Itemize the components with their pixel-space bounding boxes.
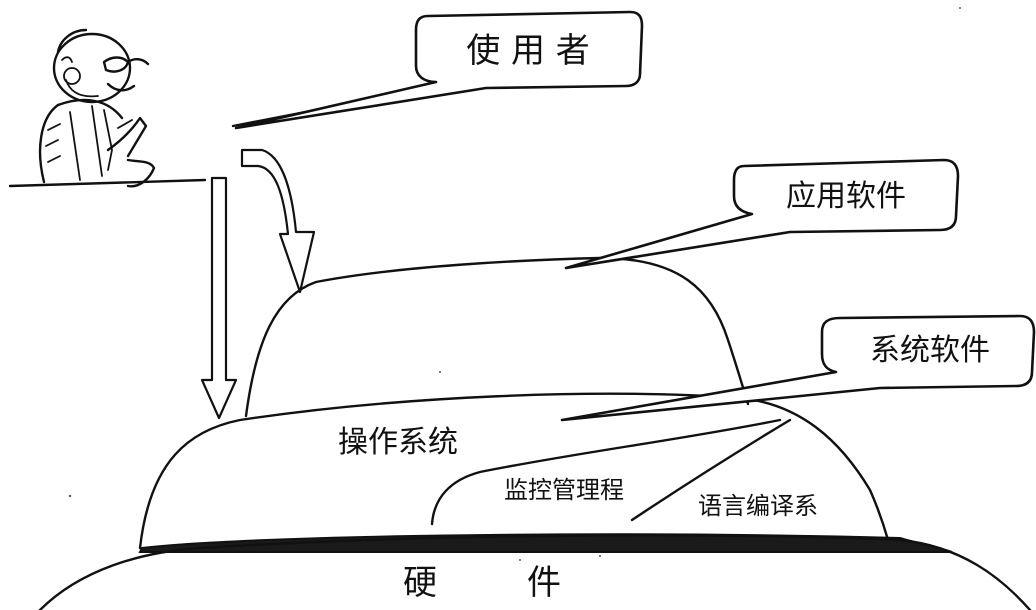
operating-system-label: 操作系统 [338,425,458,460]
monitor-program-label: 监控管理程 [504,476,624,504]
language-compiler-region: 语言编译系 [630,418,818,522]
user-label: 使 用 者 [466,31,590,71]
hardware-label-2: 件 [527,563,561,603]
down-arrow-curved [240,148,316,294]
callout-application-software: 应用软件 [564,158,960,270]
scan-specks [68,7,961,561]
callout-user: 使 用 者 [234,10,644,130]
application-software-label: 应用软件 [786,179,906,214]
callout-system-software: 系统软件 [560,314,1036,422]
application-software-layer [244,256,750,418]
monitor-program-region: 监控管理程 [430,418,782,526]
user-figure [8,28,207,188]
hardware-label-1: 硬 [403,563,437,603]
operating-system-layer: 操作系统 [138,392,890,550]
language-compiler-label: 语言编译系 [698,492,818,520]
hardware-layer: 硬 件 [38,533,1032,610]
down-arrow-left [200,176,238,420]
system-software-label: 系统软件 [870,333,990,368]
